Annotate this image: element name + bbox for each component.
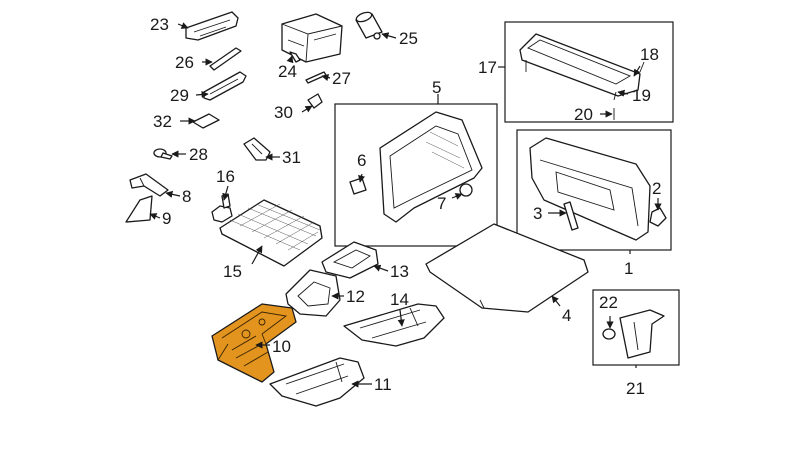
part-26-strip[interactable] bbox=[209, 47, 242, 71]
part-7-knob[interactable] bbox=[459, 183, 473, 197]
callout-25: 25 bbox=[399, 29, 418, 48]
part-30-clip[interactable] bbox=[307, 93, 323, 109]
callout-12: 12 bbox=[346, 287, 365, 306]
part-22-fastener[interactable] bbox=[602, 328, 616, 340]
part-12-tray[interactable] bbox=[285, 269, 341, 317]
group-box-17 bbox=[504, 21, 674, 123]
callout-1: 1 bbox=[624, 259, 633, 278]
callout-19: 19 bbox=[632, 86, 651, 105]
callout-6: 6 bbox=[357, 151, 366, 170]
callout-9: 9 bbox=[162, 209, 171, 228]
callout-11: 11 bbox=[374, 375, 392, 394]
callout-26: 26 bbox=[175, 53, 194, 72]
callout-14: 14 bbox=[390, 290, 409, 309]
callout-24: 24 bbox=[278, 62, 297, 81]
callout-4: 4 bbox=[562, 306, 571, 325]
callout-31: 31 bbox=[282, 148, 301, 167]
part-9-cover[interactable] bbox=[125, 195, 153, 223]
leader-lines bbox=[149, 22, 662, 388]
callout-16: 16 bbox=[216, 167, 235, 186]
callout-15: 15 bbox=[223, 262, 242, 281]
callout-27: 27 bbox=[332, 69, 351, 88]
part-10-highlighted-tray[interactable] bbox=[211, 303, 297, 383]
group-box-5 bbox=[334, 103, 498, 247]
callout-7: 7 bbox=[437, 194, 446, 213]
part-32-clip[interactable] bbox=[192, 113, 220, 129]
part-8-bracket[interactable] bbox=[129, 173, 169, 197]
callout-30: 30 bbox=[274, 103, 293, 122]
part-13-tray[interactable] bbox=[321, 241, 379, 279]
callout-2: 2 bbox=[652, 179, 661, 198]
part-29-handle[interactable] bbox=[203, 71, 247, 101]
part-11-trim[interactable] bbox=[269, 357, 365, 407]
part-14-trim[interactable] bbox=[343, 303, 445, 347]
callout-8: 8 bbox=[182, 187, 191, 206]
callout-labels: 23 26 29 32 28 8 9 24 25 27 30 31 16 15 … bbox=[150, 15, 661, 398]
part-28-plug[interactable] bbox=[153, 148, 173, 160]
group-box-1 bbox=[516, 129, 672, 251]
part-6-clip[interactable] bbox=[349, 177, 367, 195]
part-21-trim-piece[interactable] bbox=[619, 309, 665, 359]
part-4-floor-mat[interactable] bbox=[425, 223, 589, 313]
callout-29: 29 bbox=[170, 86, 189, 105]
part-1-rear-panel[interactable] bbox=[529, 137, 651, 241]
callout-5: 5 bbox=[432, 78, 441, 97]
callout-13: 13 bbox=[390, 262, 409, 281]
callout-32: 32 bbox=[153, 112, 172, 131]
callout-18: 18 bbox=[640, 45, 659, 64]
part-24-module[interactable] bbox=[281, 13, 343, 63]
callout-28: 28 bbox=[189, 145, 208, 164]
callout-22: 22 bbox=[599, 293, 618, 312]
part-23-bracket[interactable] bbox=[185, 11, 239, 41]
callout-3: 3 bbox=[533, 204, 542, 223]
part-19-pin[interactable] bbox=[613, 91, 617, 101]
part-2-clip[interactable] bbox=[649, 207, 667, 227]
callout-21: 21 bbox=[626, 379, 645, 398]
part-17-cover[interactable] bbox=[519, 33, 641, 97]
callout-23: 23 bbox=[150, 15, 169, 34]
callout-10: 10 bbox=[272, 337, 291, 356]
callout-20: 20 bbox=[574, 105, 593, 124]
part-27-pin[interactable] bbox=[305, 71, 327, 84]
part-15-cargo-net[interactable] bbox=[219, 199, 323, 267]
part-5-side-trim[interactable] bbox=[379, 111, 483, 223]
callout-17: 17 bbox=[478, 58, 497, 77]
part-16-hook[interactable] bbox=[211, 193, 233, 223]
part-25-canister[interactable] bbox=[355, 11, 383, 40]
part-18-pin[interactable] bbox=[639, 61, 645, 73]
part-3-clip[interactable] bbox=[563, 201, 579, 231]
